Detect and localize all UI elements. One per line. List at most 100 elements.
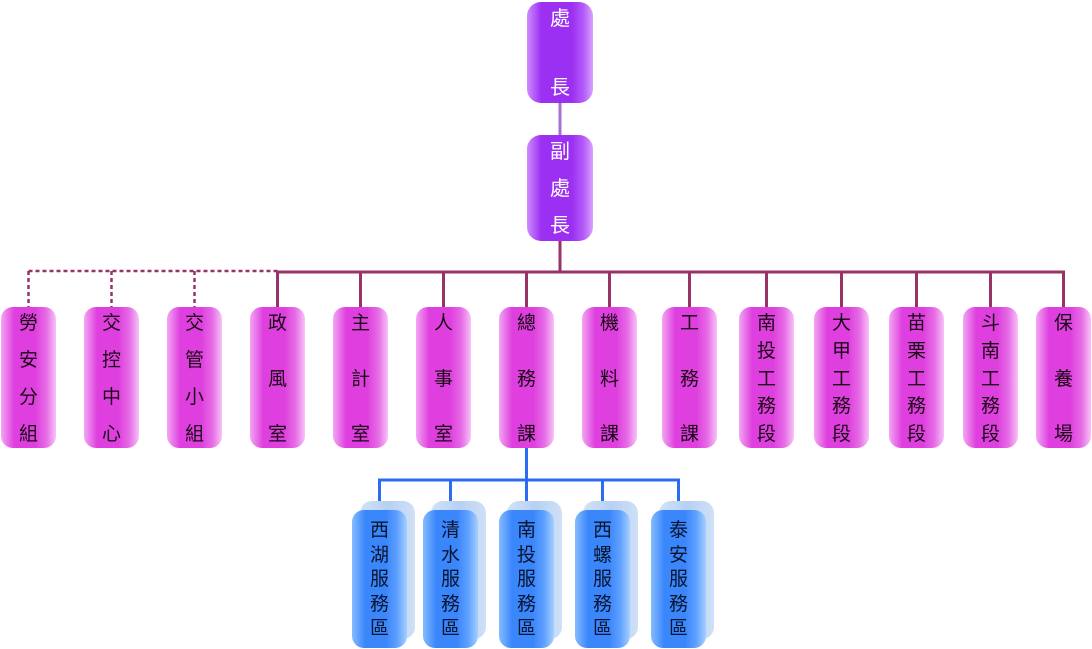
label-char: 安 (668, 543, 688, 566)
node-label: 清水服務區 (423, 519, 478, 639)
label-char: 長 (550, 75, 570, 99)
label-char: 工 (679, 312, 699, 334)
label-char: 勞 (18, 312, 38, 334)
label-char: 區 (668, 617, 688, 639)
node-label: 機料課 (582, 312, 637, 445)
label-char: 管 (184, 349, 204, 371)
label-char: 西 (369, 519, 389, 541)
label-char: 長 (550, 213, 570, 237)
node-label: 處長 (527, 7, 593, 98)
label-char: 課 (679, 423, 699, 445)
label-char: 投 (516, 543, 536, 566)
node-label: 泰安服務區 (651, 519, 706, 639)
node-director: 處長 (527, 2, 593, 103)
node-machinery-materials-section: 機料課 (582, 307, 637, 448)
label-char: 甲 (831, 339, 851, 362)
label-char: 主 (350, 312, 370, 334)
node-personnel-office: 人事室 (416, 307, 471, 448)
label-char: 湖 (369, 543, 389, 566)
label-char: 投 (756, 339, 776, 362)
node-label: 工務課 (662, 312, 717, 445)
node-xiluo-service-area: 西螺服務區 (575, 510, 630, 648)
label-char: 斗 (980, 312, 1000, 334)
label-char: 區 (369, 617, 389, 639)
node-label: 西湖服務區 (352, 519, 407, 639)
node-deputy-director: 副處長 (527, 135, 593, 241)
node-label: 勞安分組 (1, 312, 56, 445)
label-char: 計 (350, 367, 370, 390)
label-char: 務 (980, 395, 1000, 418)
node-label: 保養場 (1036, 312, 1091, 445)
label-char: 大 (831, 312, 851, 334)
label-char: 服 (668, 568, 688, 590)
label-char: 務 (668, 592, 688, 615)
label-char: 區 (440, 617, 460, 639)
label-char: 服 (516, 568, 536, 590)
label-char: 區 (592, 617, 612, 639)
node-xihu-service-area: 西湖服務區 (352, 510, 407, 648)
node-label: 斗南工務段 (963, 312, 1018, 445)
label-char: 務 (679, 367, 699, 390)
label-char: 室 (433, 423, 453, 445)
label-char: 總 (516, 312, 536, 334)
label-char: 組 (184, 423, 204, 445)
node-label: 大甲工務段 (814, 312, 869, 445)
label-char: 服 (369, 568, 389, 590)
label-char: 水 (440, 543, 460, 566)
label-char: 服 (592, 568, 612, 590)
label-char: 分 (18, 386, 38, 408)
label-char: 室 (350, 423, 370, 445)
label-char: 南 (756, 312, 776, 334)
node-labor-safety-group: 勞安分組 (1, 307, 56, 448)
label-char: 處 (550, 176, 570, 200)
node-label: 交控中心 (84, 312, 139, 445)
label-char: 政 (267, 312, 287, 334)
node-label: 主計室 (333, 312, 388, 445)
node-miaoli-maintenance-district: 苗栗工務段 (889, 307, 944, 448)
node-maintenance-depot: 保養場 (1036, 307, 1091, 448)
label-char: 機 (599, 312, 619, 334)
node-nantou-service-area: 南投服務區 (499, 510, 554, 648)
label-char: 務 (516, 592, 536, 615)
node-label: 交管小組 (167, 312, 222, 445)
node-dounan-maintenance-district: 斗南工務段 (963, 307, 1018, 448)
label-char: 清 (440, 519, 460, 541)
node-ethics-office: 政風室 (250, 307, 305, 448)
node-general-affairs-section: 總務課 (499, 307, 554, 448)
label-char: 工 (756, 367, 776, 390)
node-nantou-maintenance-district: 南投工務段 (739, 307, 794, 448)
node-label: 政風室 (250, 312, 305, 445)
label-char: 務 (516, 367, 536, 390)
label-char: 處 (550, 6, 570, 30)
label-char: 室 (267, 423, 287, 445)
node-taian-service-area: 泰安服務區 (651, 510, 706, 648)
label-char: 段 (980, 423, 1000, 445)
label-char: 小 (184, 386, 204, 408)
label-char: 務 (592, 592, 612, 615)
node-engineering-section: 工務課 (662, 307, 717, 448)
label-char: 課 (599, 423, 619, 445)
node-qingshui-service-area: 清水服務區 (423, 510, 478, 648)
node-label: 人事室 (416, 312, 471, 445)
label-char: 南 (980, 339, 1000, 362)
node-label: 副處長 (527, 140, 593, 236)
label-char: 服 (440, 568, 460, 590)
label-char: 課 (516, 423, 536, 445)
label-char: 務 (369, 592, 389, 615)
label-char: 安 (18, 349, 38, 371)
label-char: 段 (831, 423, 851, 445)
label-char: 務 (756, 395, 776, 418)
label-char: 交 (184, 312, 204, 334)
node-label: 南投服務區 (499, 519, 554, 639)
label-char: 段 (756, 423, 776, 445)
label-char: 場 (1053, 423, 1073, 445)
node-label: 苗栗工務段 (889, 312, 944, 445)
label-char: 副 (550, 139, 570, 163)
node-accounting-office: 主計室 (333, 307, 388, 448)
node-label: 西螺服務區 (575, 519, 630, 639)
label-char: 西 (592, 519, 612, 541)
label-char: 泰 (668, 519, 688, 541)
label-char: 段 (906, 423, 926, 445)
